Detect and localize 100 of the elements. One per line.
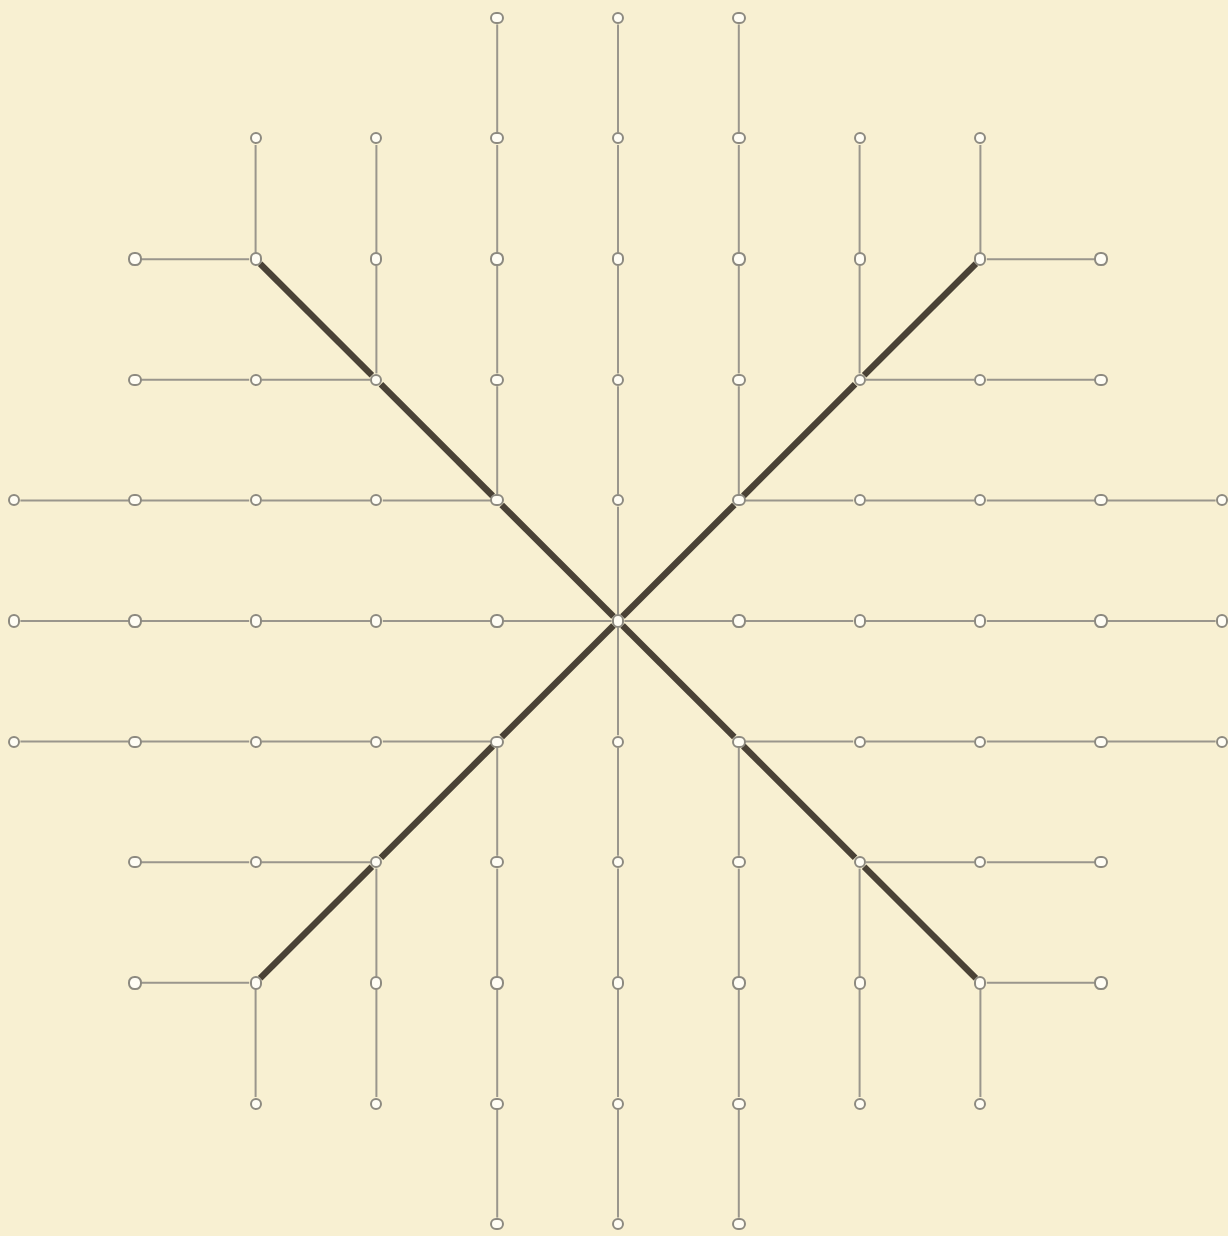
node-circle: [128, 855, 142, 869]
connector-line: [744, 499, 855, 502]
connector-line: [496, 867, 499, 978]
node-circle: [732, 1217, 746, 1231]
connector-line: [496, 23, 499, 134]
connector-line: [1106, 740, 1217, 743]
node-circle: [853, 373, 866, 387]
node-circle: [853, 494, 866, 507]
connector-line: [617, 385, 619, 495]
connector-line: [496, 144, 499, 254]
connector-line: [496, 385, 499, 495]
node-circle: [128, 373, 142, 387]
connector-line: [737, 1108, 740, 1219]
node-circle: [974, 614, 987, 628]
connector-line: [140, 499, 251, 502]
connector-line: [261, 378, 371, 381]
connector-line: [19, 740, 130, 743]
connector-line: [737, 264, 740, 375]
connector-line: [737, 23, 740, 134]
node-circle: [853, 1097, 866, 1110]
connector-line: [254, 144, 257, 254]
node-circle: [128, 735, 142, 748]
node-circle: [611, 1217, 625, 1231]
connector-line: [858, 867, 861, 978]
connector-line: [140, 981, 251, 984]
connector-line: [496, 264, 499, 375]
connector-line: [381, 740, 492, 743]
connector-line: [381, 499, 492, 502]
thick-connector-line: [257, 864, 375, 981]
node-circle: [370, 735, 383, 748]
node-circle: [128, 252, 142, 266]
node-circle: [732, 1097, 746, 1110]
connector-line: [737, 867, 740, 978]
connector-line: [617, 626, 619, 737]
node-circle: [611, 373, 625, 387]
node-circle: [7, 494, 21, 507]
connector-line: [985, 861, 1096, 864]
node-circle: [249, 735, 262, 748]
connector-line: [985, 981, 1096, 984]
connector-line: [1106, 499, 1217, 502]
connector-line: [865, 378, 975, 381]
node-circle: [732, 11, 746, 25]
node-circle: [853, 252, 866, 266]
thick-connector-line: [499, 623, 616, 740]
connector-line: [261, 620, 371, 622]
node-circle: [490, 614, 504, 628]
node-circle: [490, 855, 504, 869]
node-circle: [974, 373, 987, 387]
connector-line: [617, 867, 619, 978]
node-circle: [249, 132, 262, 145]
node-circle: [370, 252, 383, 266]
node-circle: [732, 976, 746, 990]
node-circle: [1215, 735, 1228, 748]
node-circle: [370, 1097, 383, 1110]
node-circle: [853, 855, 866, 869]
connector-line: [261, 861, 371, 864]
connector-line: [375, 144, 378, 254]
node-circle: [611, 252, 625, 266]
node-circle: [1094, 855, 1108, 869]
connector-line: [261, 499, 371, 502]
node-circle: [853, 735, 866, 748]
node-circle: [490, 1097, 504, 1110]
node-circle: [249, 494, 262, 507]
node-circle: [611, 976, 625, 990]
node-circle: [128, 614, 142, 628]
thick-connector-line: [499, 502, 616, 619]
node-circle: [611, 855, 625, 869]
node-circle: [490, 252, 504, 266]
node-circle: [370, 976, 383, 990]
node-circle: [490, 132, 504, 145]
node-circle: [249, 1097, 262, 1110]
node-circle: [490, 976, 504, 990]
connector-line: [617, 505, 619, 616]
connector-line: [496, 1108, 499, 1219]
connector-line: [617, 988, 619, 1098]
connector-line: [737, 385, 740, 495]
connector-line: [858, 144, 861, 254]
node-circle: [490, 494, 504, 507]
connector-line: [19, 620, 130, 622]
connector-line: [979, 988, 982, 1098]
thick-connector-line: [620, 623, 737, 740]
node-circle: [249, 855, 262, 869]
connector-line: [140, 378, 251, 381]
connector-line: [375, 867, 378, 978]
thick-connector-line: [861, 864, 979, 981]
connector-line: [496, 747, 499, 857]
node-circle: [732, 373, 746, 387]
connector-line: [617, 1108, 619, 1219]
thick-connector-line: [378, 382, 495, 499]
connector-line: [865, 499, 975, 502]
connector-line: [979, 144, 982, 254]
connector-line: [865, 861, 975, 864]
node-circle: [732, 855, 746, 869]
node-circle: [1094, 252, 1108, 266]
connector-line: [19, 499, 130, 502]
connector-line: [737, 144, 740, 254]
connector-line: [375, 988, 378, 1098]
connector-line: [744, 740, 855, 743]
node-circle: [974, 1097, 987, 1110]
node-circle: [128, 494, 142, 507]
